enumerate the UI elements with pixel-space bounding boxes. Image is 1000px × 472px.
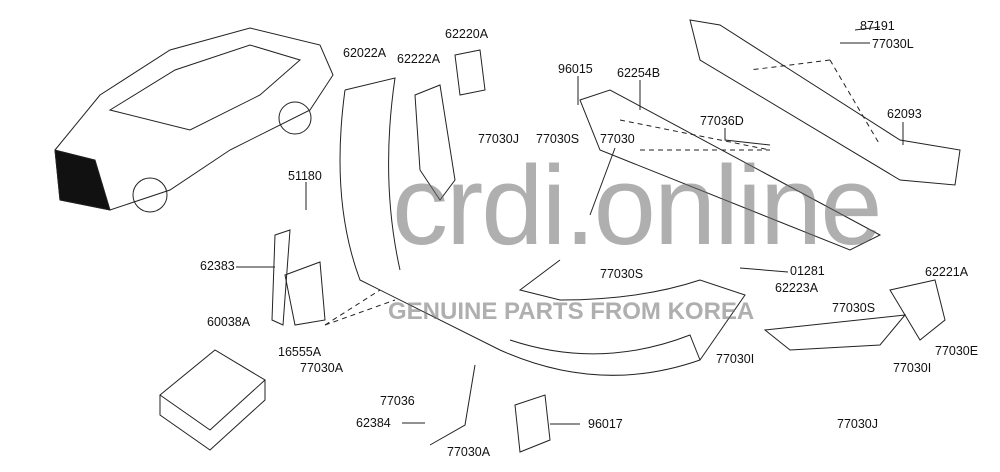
part-label[interactable]: 77030 [600,132,635,146]
part-label[interactable]: 62093 [887,107,922,121]
part-label[interactable]: 77030E [935,344,979,358]
watermark-tagline: GENUINE PARTS FROM KOREA [388,298,755,325]
part-label[interactable]: 62223A [775,281,819,295]
part-label[interactable]: 96017 [588,417,623,431]
watermark-site: crdi.online [392,143,883,268]
part-label[interactable]: 77030S [832,301,876,315]
part-label[interactable]: 62221A [925,265,969,279]
part-label[interactable]: 62222A [397,52,441,66]
part-label[interactable]: 77036 [380,394,415,408]
part-label[interactable]: 60038A [207,315,251,329]
car-illustration [54,27,334,213]
part-label[interactable]: 96015 [558,62,593,76]
part-label[interactable]: 62022A [343,46,387,60]
part-label[interactable]: 77030J [837,417,879,431]
guide-lines [324,59,881,326]
leader-lines [236,26,904,425]
part-label[interactable]: 62384 [356,416,391,430]
part-label[interactable]: 77030I [716,352,755,366]
part-label[interactable]: 62220A [445,27,489,41]
part-label[interactable]: 77030A [447,445,491,459]
part-label[interactable]: 77036D [700,114,744,128]
part-label[interactable]: 77030I [893,361,932,375]
part-label[interactable]: 01281 [790,264,825,278]
bumper-cover [339,77,746,376]
part-label[interactable]: 87191 [860,19,895,33]
part-label[interactable]: 16555A [278,345,322,359]
part-label[interactable]: 62254B [617,66,661,80]
bumper-beam [579,19,961,251]
part-label[interactable]: 77030A [300,361,344,375]
part-label[interactable]: 62383 [200,259,235,273]
part-label[interactable]: 77030S [600,267,644,281]
brackets [159,49,946,453]
part-label[interactable]: 77030J [478,132,520,146]
part-label[interactable]: 77030L [872,37,914,51]
part-label[interactable]: 77030S [536,132,580,146]
part-label[interactable]: 51180 [288,169,322,183]
